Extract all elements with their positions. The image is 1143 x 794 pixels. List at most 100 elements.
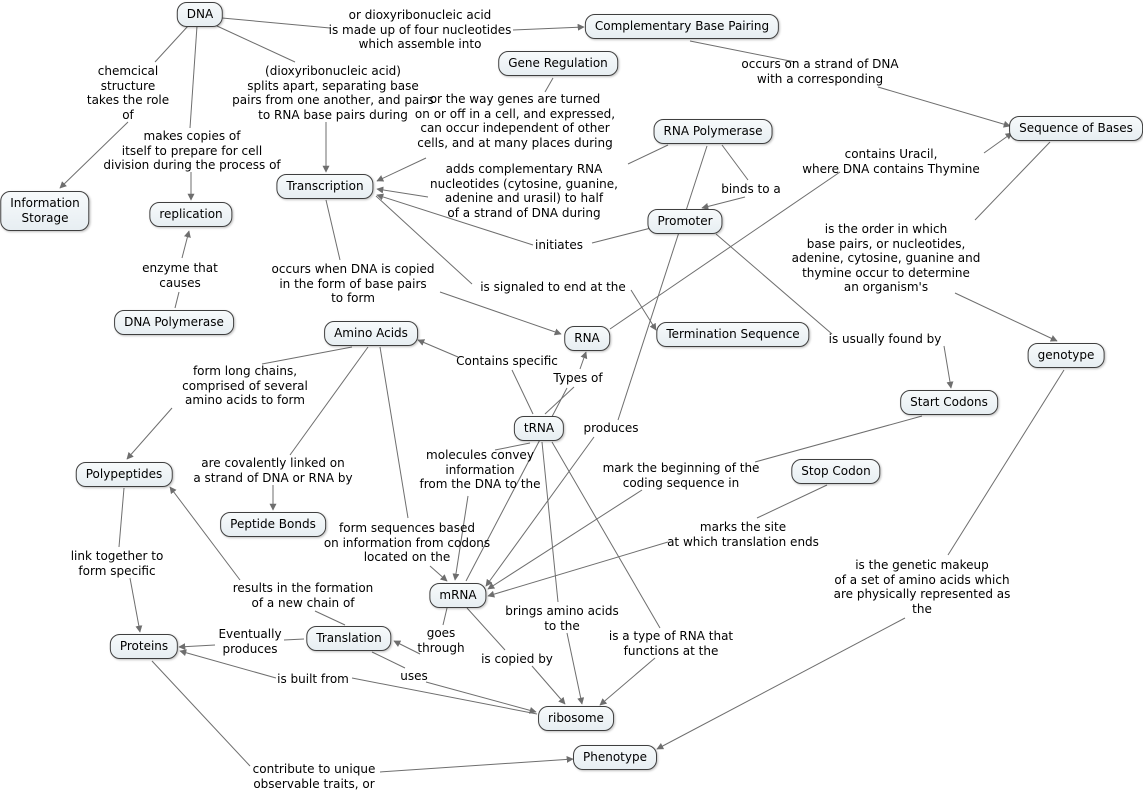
concept-node-peptide-bonds[interactable]: Peptide Bonds — [220, 512, 326, 537]
concept-node-proteins[interactable]: Proteins — [109, 634, 179, 659]
connector-line — [129, 577, 143, 633]
linking-phrase-genetic-makeup: is the genetic makeup of a set of amino … — [833, 558, 1011, 616]
linking-phrase-brings-amino-acids: brings amino acids to the — [505, 604, 619, 633]
connector-line — [393, 640, 421, 655]
linking-phrase-results-in-formation: results in the formation of a new chain … — [232, 581, 374, 610]
linking-phrase-makes-copies: makes copies of itself to prepare for ce… — [103, 129, 281, 172]
concept-node-rna-polymerase[interactable]: RNA Polymerase — [653, 119, 773, 144]
linking-phrase-form-sequences: form sequences based on information from… — [323, 521, 491, 564]
connector-line — [151, 660, 251, 767]
concept-node-phenotype[interactable]: Phenotype — [573, 745, 657, 770]
linking-phrase-covalently-linked: are covalently linked on a strand of DNA… — [193, 456, 353, 485]
connector-line — [544, 77, 554, 93]
linking-phrase-marks-the-site: marks the site at which translation ends — [667, 520, 819, 549]
concept-node-promoter[interactable]: Promoter — [647, 209, 723, 234]
connector-line — [721, 144, 749, 181]
linking-phrase-link-together: link together to form specific — [70, 549, 164, 578]
linking-phrase-eventually-produces: Eventually produces — [218, 627, 282, 656]
linking-phrase-goes-through: goes through — [417, 626, 465, 655]
connector-line — [983, 132, 1013, 154]
linking-phrase-usually-found-by: is usually found by — [828, 332, 942, 346]
connector-line — [169, 486, 241, 581]
connector-line — [566, 632, 585, 705]
connector-line — [178, 643, 216, 651]
concept-node-trna[interactable]: tRNA — [513, 416, 565, 441]
connector-line — [216, 25, 296, 63]
connector-line — [325, 199, 341, 261]
linking-phrase-mark-beginning: mark the beginning of the coding sequenc… — [602, 461, 760, 490]
linking-phrase-is-copied-by: is copied by — [481, 652, 553, 666]
connector-line — [531, 665, 566, 705]
connector-line — [627, 144, 669, 165]
connector-line — [442, 607, 448, 626]
linking-phrase-made-up-of: or dioxyribonucleic acid is made up of f… — [328, 8, 512, 51]
concept-node-rna[interactable]: RNA — [564, 326, 610, 351]
connector-line — [261, 346, 353, 365]
connector-line — [487, 541, 669, 598]
connector-line — [701, 196, 746, 210]
linking-phrase-contribute-traits: contribute to unique observable traits, … — [252, 762, 376, 791]
connector-line — [591, 227, 652, 244]
concept-node-gene-regulation[interactable]: Gene Regulation — [498, 51, 618, 76]
linking-phrase-enzyme-that-causes: enzyme that causes — [142, 261, 218, 290]
concept-node-transcription[interactable]: Transcription — [276, 174, 374, 199]
connector-line — [371, 651, 406, 669]
connector-line — [375, 195, 473, 285]
linking-phrase-produces: produces — [583, 421, 639, 435]
connector-line — [181, 230, 191, 259]
connector-line — [954, 292, 1058, 342]
connector-line — [379, 755, 574, 773]
linking-phrase-occurs-on-strand: occurs on a strand of DNA with a corresp… — [741, 57, 899, 86]
concept-node-start-codons[interactable]: Start Codons — [900, 390, 998, 415]
connector-line — [754, 415, 923, 463]
concept-node-mrna[interactable]: mRNA — [429, 583, 487, 608]
concept-node-sequence-of-bases[interactable]: Sequence of Bases — [1009, 116, 1143, 141]
linking-phrase-order-in-which: is the order in which base pairs, or nuc… — [791, 222, 981, 294]
linking-phrase-type-of-rna: is a type of RNA that functions at the — [608, 629, 734, 658]
connector-line — [943, 345, 954, 389]
connector-line — [283, 638, 305, 641]
connector-line — [439, 291, 562, 336]
connector-line — [609, 171, 841, 330]
concept-node-information-storage[interactable]: Information Storage — [0, 191, 90, 231]
connector-line — [544, 386, 575, 415]
connector-line — [551, 441, 661, 629]
linking-phrase-adds-nucleotides: adds complementary RNA nucleotides (cyto… — [430, 162, 618, 220]
connector-line — [756, 484, 828, 519]
linking-phrase-contains-specific: Contains specific — [456, 354, 558, 368]
connector-line — [118, 487, 125, 548]
connector-line — [376, 157, 427, 182]
connector-line — [425, 681, 537, 714]
connector-line — [417, 339, 459, 358]
concept-node-genotype[interactable]: genotype — [1027, 343, 1105, 368]
concept-node-dna[interactable]: DNA — [176, 2, 224, 27]
concept-node-ribosome[interactable]: ribosome — [538, 706, 614, 731]
connector-line — [221, 17, 331, 29]
connector-line — [289, 346, 369, 456]
concept-node-stop-codon[interactable]: Stop Codon — [791, 459, 881, 484]
concept-node-polypeptides[interactable]: Polypeptides — [75, 462, 173, 487]
concept-node-replication[interactable]: replication — [149, 202, 233, 227]
connector-line — [466, 607, 506, 651]
connector-line — [179, 649, 277, 679]
concept-node-amino-acids[interactable]: Amino Acids — [324, 321, 418, 346]
linking-phrase-molecules-convey: molecules convey information from the DN… — [419, 448, 541, 491]
connector-line — [189, 25, 198, 129]
concept-node-translation[interactable]: Translation — [306, 626, 392, 651]
connector-line — [617, 145, 708, 421]
linking-phrase-uses: uses — [400, 669, 428, 683]
connector-line — [947, 369, 1065, 556]
concept-node-termination-sequence[interactable]: Termination Sequence — [656, 322, 810, 347]
connector-line — [974, 141, 1051, 221]
connector-line — [452, 495, 469, 581]
linking-phrase-types-of: Types of — [553, 371, 603, 385]
linking-phrase-occurs-when-copied: occurs when DNA is copied in the form of… — [271, 262, 435, 305]
connector-line — [599, 657, 656, 706]
connector-line — [877, 86, 1011, 128]
connector-line — [379, 346, 409, 519]
connector-line — [715, 233, 833, 335]
connector-line — [512, 23, 585, 31]
concept-node-complementary-base-pairing[interactable]: Complementary Base Pairing — [584, 14, 780, 39]
concept-node-dna-polymerase[interactable]: DNA Polymerase — [114, 310, 234, 335]
connector-line — [511, 369, 534, 415]
